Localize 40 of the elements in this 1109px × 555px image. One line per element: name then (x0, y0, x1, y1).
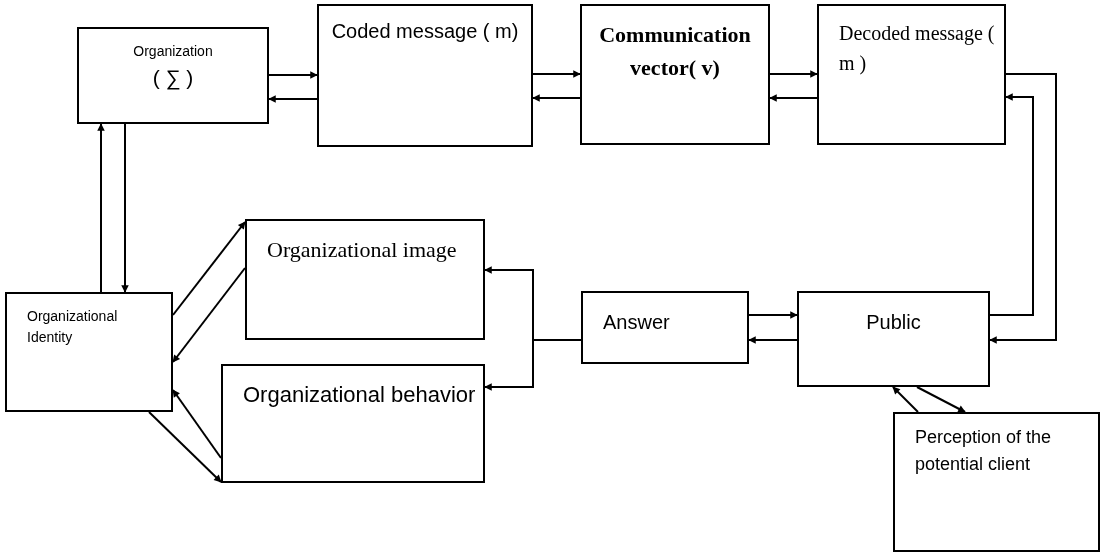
process-box (221, 364, 485, 483)
arrow (172, 221, 246, 316)
identity-box (5, 292, 173, 412)
node-label: Perception of the potential client (915, 426, 1053, 476)
process-box (317, 4, 533, 147)
process-box (797, 291, 990, 387)
arrow (484, 339, 582, 391)
arrow (989, 73, 1057, 344)
arrow (532, 70, 581, 78)
node-label: Decoded message ( m ) (839, 21, 996, 77)
arrow (97, 123, 105, 293)
arrow (268, 95, 318, 103)
arrow (172, 267, 246, 363)
node-label: Organizational Identity (27, 307, 119, 347)
node-label: Organizational image (267, 236, 458, 264)
node-label: Organization (132, 42, 214, 61)
arrow (148, 411, 222, 483)
process-box (817, 4, 1006, 145)
process-box (580, 4, 770, 145)
node-label: Public (865, 310, 922, 335)
arrow (172, 389, 222, 459)
process-box (245, 219, 485, 340)
arrow (748, 336, 798, 344)
arrow (268, 71, 318, 79)
node-label: Organizational behavior (243, 381, 477, 409)
arrow (989, 93, 1034, 316)
symbol-label: ( ∑ ) (151, 65, 195, 92)
organization-box (77, 27, 269, 124)
process-box (893, 412, 1100, 552)
node-label: Communication vector( v) (598, 21, 752, 82)
arrow (892, 386, 919, 413)
node-label: Coded message ( m) (330, 19, 520, 44)
arrow (769, 94, 818, 102)
arrow (769, 70, 818, 78)
node-label: Answer (603, 310, 671, 335)
process-box (581, 291, 749, 364)
arrow (916, 386, 966, 413)
arrow (121, 123, 129, 293)
arrow (748, 311, 798, 319)
arrow (532, 94, 581, 102)
